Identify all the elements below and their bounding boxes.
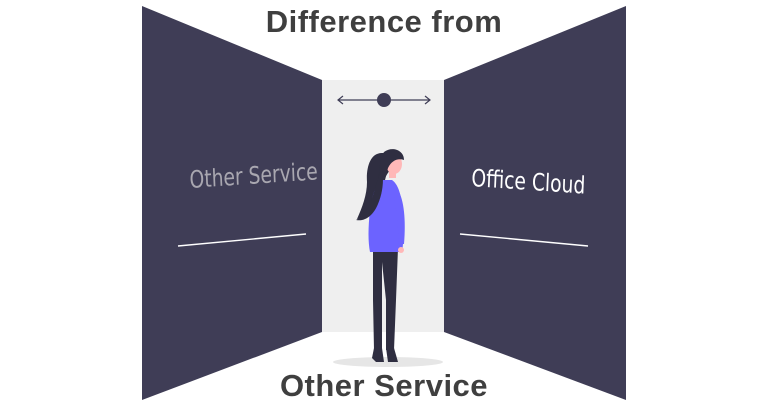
woman-illustration [356,149,405,362]
left-panel [142,6,322,400]
double-arrow-slider-icon [337,93,431,107]
right-panel-line [459,233,589,247]
left-panel-line [177,233,307,247]
right-panel [444,6,626,400]
heading-bottom: Other Service [279,368,489,403]
heading-top: Difference from [265,4,503,39]
